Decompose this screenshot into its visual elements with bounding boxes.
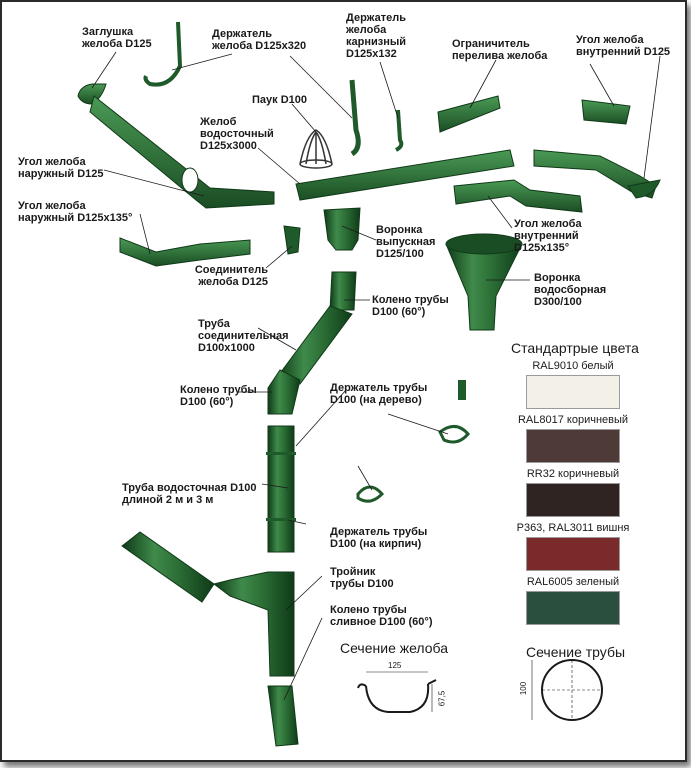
elbow-mid-part <box>267 369 301 415</box>
connecting-pipe-part <box>277 305 353 385</box>
gutter-cap-part <box>77 83 107 105</box>
label-holder-brick: Держатель трубы D100 (на кирпич) <box>330 526 428 550</box>
pipe-diameter-dim: 100 <box>519 681 529 696</box>
label-tee: Тройник трубы D100 <box>330 566 394 590</box>
color-swatch <box>526 375 620 409</box>
label-outer-corner-135: Угол желоба наружный D125х135° <box>18 200 133 224</box>
overflow-limiter-part <box>437 95 501 133</box>
label-gutter: Желоб водосточный D125х3000 <box>200 116 274 152</box>
label-pipe-elbow-mid: Колено трубы D100 (60°) <box>180 384 257 408</box>
colors-title: Стандартрые цвета <box>511 340 639 356</box>
eave-holder-part <box>349 79 361 157</box>
label-downpipe: Труба водосточная D100 длиной 2 м и 3 м <box>122 482 257 506</box>
label-eave-holder: Держатель желоба карнизный D125х132 <box>346 12 407 60</box>
color-swatch <box>526 537 620 571</box>
swatch-label: P363, RAL3011 вишня <box>516 522 630 534</box>
swatch-label: RR32 коричневый <box>526 468 620 480</box>
gutter-width-dim: 125 <box>388 661 402 670</box>
outlet-funnel-part <box>323 207 361 251</box>
label-cap: Заглушка желоба D125 <box>82 26 152 50</box>
swatch-label: RAL8017 коричневый <box>517 414 629 426</box>
elbow-top-part <box>329 271 357 311</box>
holder-wood-part <box>438 425 470 444</box>
inner-corner-135-part <box>453 179 583 213</box>
label-pipe-elbow-top: Колено трубы D100 (60°) <box>372 294 449 318</box>
main-gutter-part <box>295 149 515 201</box>
label-holder-wood: Держатель трубы D100 (на дерево) <box>330 382 428 406</box>
tee-branch-part <box>121 531 215 603</box>
gutter-connector-part <box>283 225 301 255</box>
color-swatch <box>526 591 620 625</box>
eave-holder-part-2 <box>395 109 404 152</box>
gutter-holder-part <box>143 21 183 87</box>
tee-part <box>212 571 295 677</box>
holder-brick-part <box>356 485 385 503</box>
label-connecting-pipe: Труба соединительная D100х1000 <box>198 318 289 354</box>
pipe-section-title: Сечение трубы <box>526 644 626 660</box>
pipe-section-drawing <box>531 659 603 721</box>
gutter-end-ellipse <box>181 167 199 193</box>
label-inner-corner: Угол желоба внутренний D125 <box>576 34 671 58</box>
drain-elbow-part <box>267 685 299 747</box>
label-overflow-limiter: Ограничитель перелива желоба <box>452 38 548 62</box>
gutter-section-title: Сечение желоба <box>340 640 449 656</box>
color-swatch <box>526 483 620 517</box>
outer-corner-part <box>89 95 275 209</box>
swatch-label: RAL9010 белый <box>532 360 614 372</box>
label-outer-corner: Угол желоба наружный D125 <box>18 156 104 180</box>
swatch-label: RAL6005 зеленый <box>526 576 620 588</box>
label-gutter-connector: Соединитель желоба D125 <box>194 264 268 288</box>
label-inner-corner-135: Угол желоба внутренний D125х135° <box>514 218 582 254</box>
label-spider: Паук D100 <box>252 94 307 106</box>
label-drain-elbow: Колено трубы сливное D100 (60°) <box>330 604 433 628</box>
downpipe-part <box>267 425 295 553</box>
label-outlet-funnel: Воронка выпускная D125/100 <box>376 224 436 260</box>
right-cap-part <box>627 179 661 199</box>
gutter-section-drawing <box>357 671 437 713</box>
inner-corner-part <box>581 99 631 125</box>
gutter-height-dim: 67,5 <box>437 690 447 707</box>
color-swatch <box>526 429 620 463</box>
spider-part <box>299 129 333 169</box>
outer-corner-135-part <box>119 237 251 267</box>
label-collector-funnel: Воронка водосборная D300/100 <box>534 272 607 308</box>
leader-lines <box>91 51 661 701</box>
right-corner-part <box>533 149 657 199</box>
label-gutter-holder: Держатель желоба D125х320 <box>212 28 307 52</box>
